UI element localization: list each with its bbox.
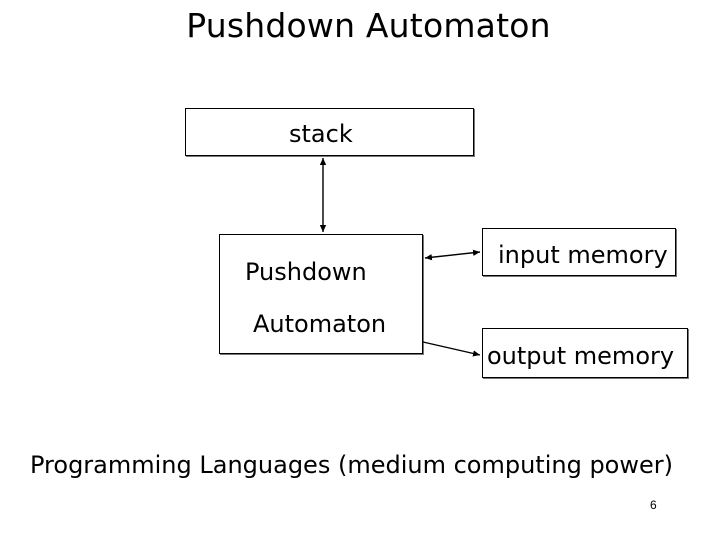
stack-box: [185, 108, 474, 156]
automaton-input-arrow: [424, 249, 481, 261]
pushdown-automaton-box: [219, 234, 423, 354]
automaton-label-line1: Pushdown: [245, 258, 367, 286]
caption: Programming Languages (medium computing …: [30, 451, 673, 479]
slide-title: Pushdown Automaton: [186, 6, 551, 45]
automaton-output-arrow: [422, 341, 481, 357]
output-memory-box: [482, 328, 688, 378]
output-memory-label: output memory: [487, 342, 675, 370]
input-memory-box: [482, 228, 676, 276]
input-memory-label: input memory: [498, 241, 668, 269]
automaton-label-line2: Automaton: [253, 310, 387, 338]
page-number: 6: [650, 498, 657, 512]
stack-label: stack: [289, 120, 353, 148]
